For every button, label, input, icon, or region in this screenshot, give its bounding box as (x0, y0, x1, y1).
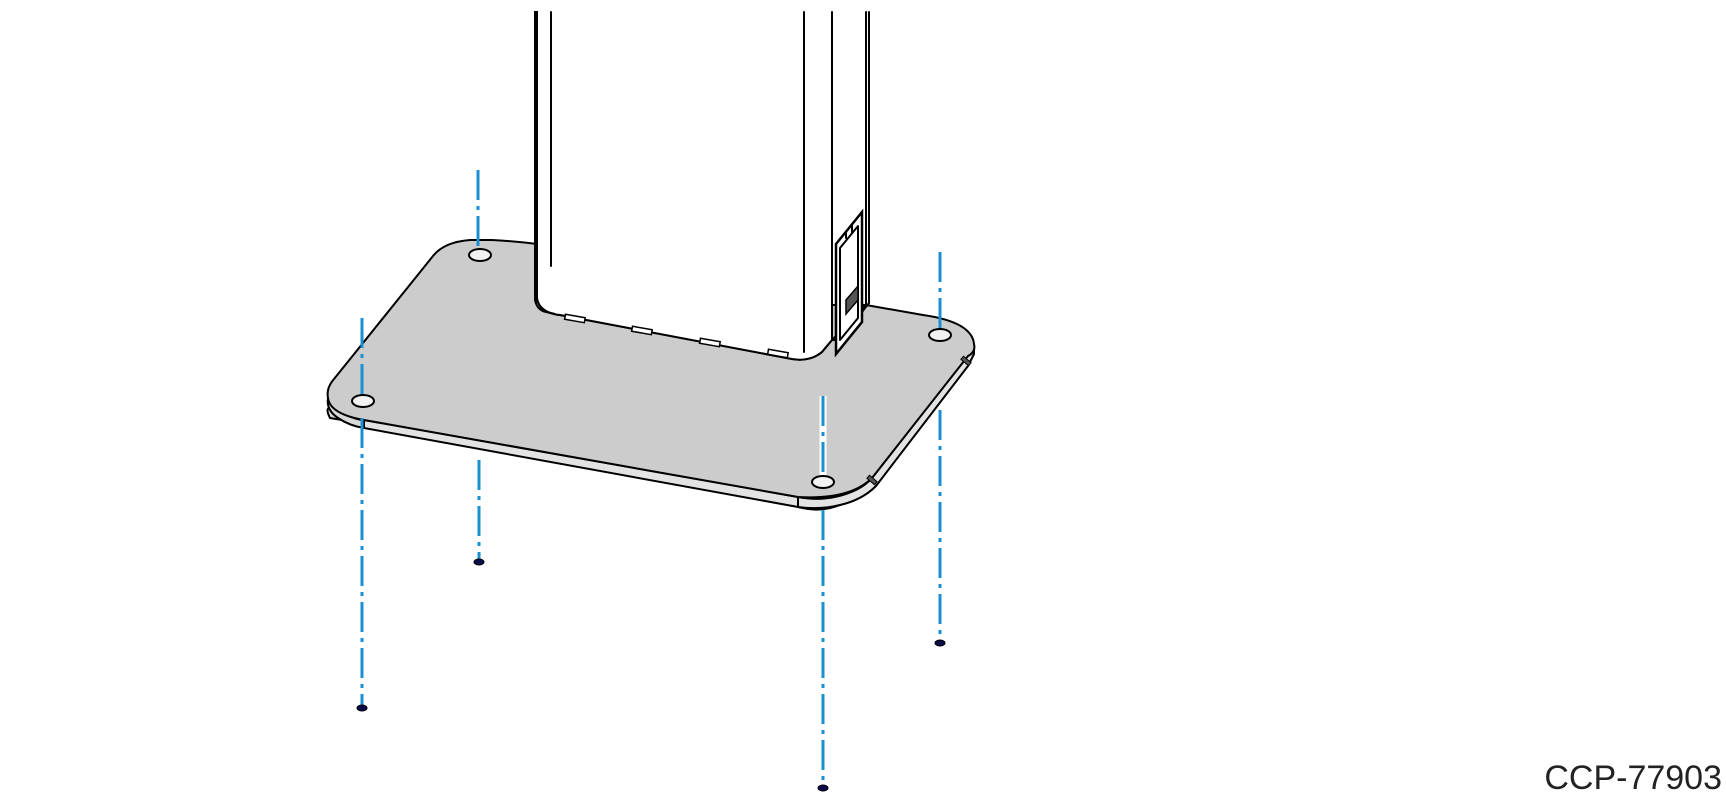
figure-id-label: CCP-77903 (1544, 759, 1722, 797)
foot-left (356, 704, 368, 712)
foot-right (934, 639, 946, 647)
base-edge-detail-2 (866, 474, 878, 486)
base-slot-3 (698, 337, 722, 348)
screw-hole-left (351, 394, 375, 408)
foot-rear-left (473, 558, 485, 566)
base-slot-2 (630, 325, 654, 336)
access-panel-connector (845, 283, 859, 317)
screw-hole-right (928, 328, 952, 342)
base-slot-4 (766, 348, 790, 359)
screw-hole-rear-left (468, 248, 492, 262)
base-plate-right-band (797, 343, 975, 510)
column-front (551, 12, 810, 360)
base-slot-1 (563, 313, 587, 324)
screw-hole-front (811, 475, 835, 489)
access-panel (834, 208, 864, 358)
foot-front (817, 784, 829, 792)
base-edge-detail-1 (960, 355, 972, 367)
